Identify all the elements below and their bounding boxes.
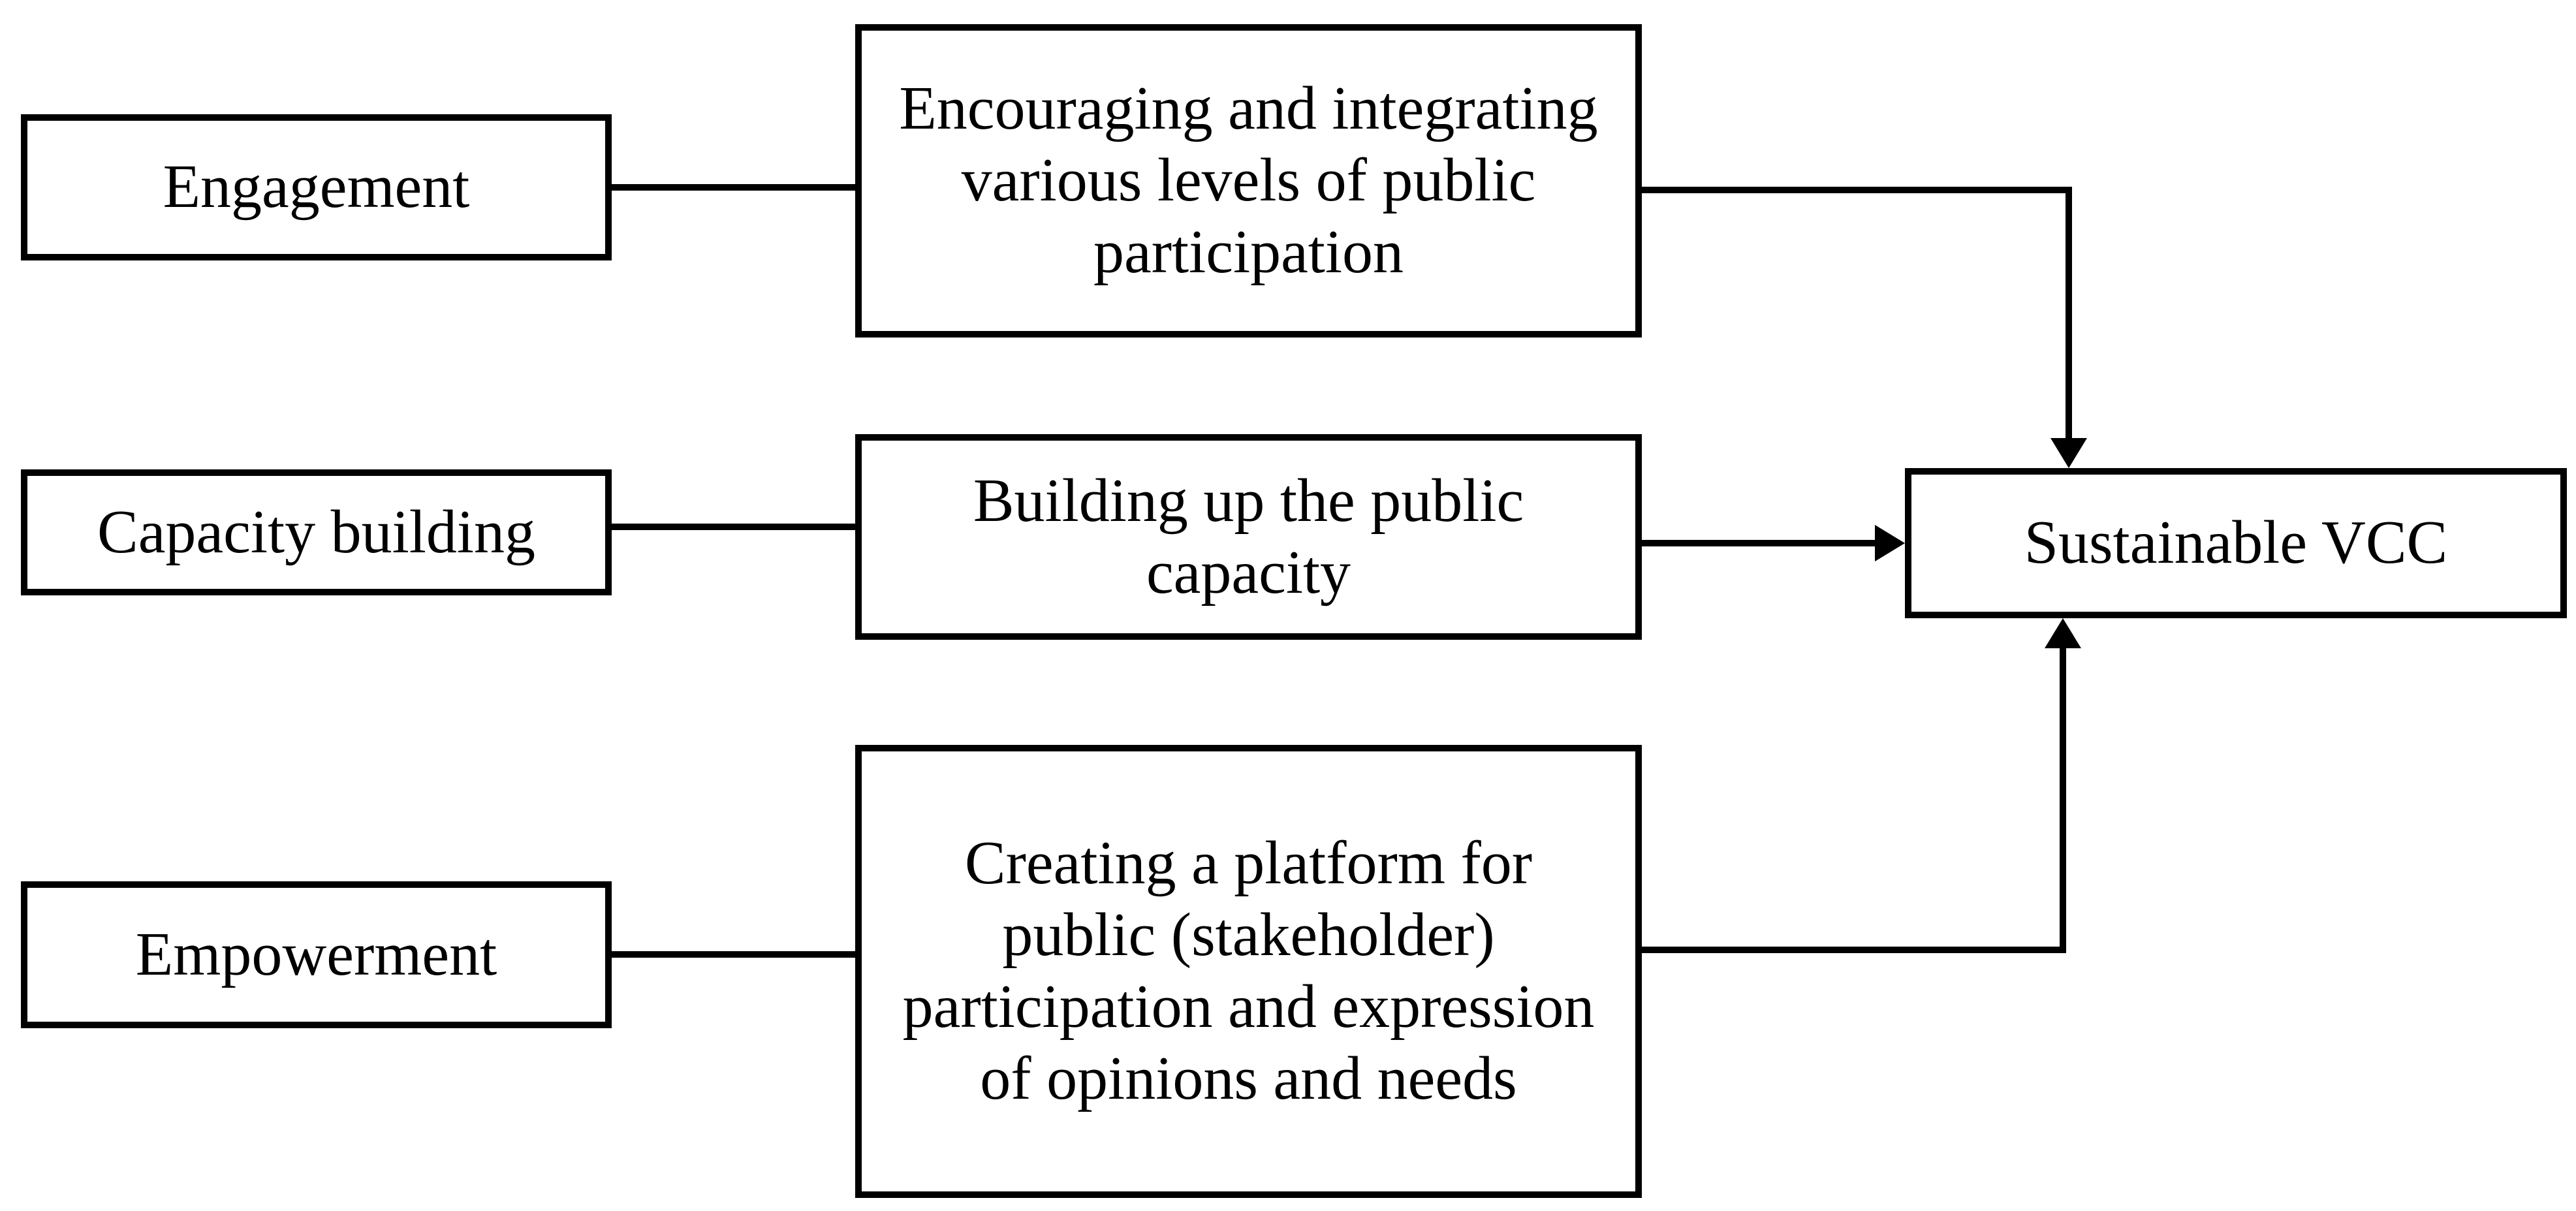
arrowhead-up-icon	[2045, 618, 2081, 648]
connector-encouraging-to-vcc-vertical	[2066, 187, 2072, 441]
connector-building-to-vcc	[1642, 540, 1875, 546]
connector-engagement-to-encouraging	[612, 184, 855, 191]
arrowhead-right-icon	[1875, 525, 1905, 561]
node-encouraging-participation-label: Encouraging and integrating various leve…	[899, 74, 1598, 286]
node-capacity-building-label: Capacity building	[97, 497, 535, 566]
node-empowerment: Empowerment	[21, 881, 612, 1028]
connector-encouraging-to-vcc-horizontal	[1642, 187, 2072, 193]
node-capacity-building: Capacity building	[21, 469, 612, 595]
node-building-capacity-label: Building up the public capacity	[973, 466, 1524, 606]
node-engagement: Engagement	[21, 114, 612, 260]
connector-platform-to-vcc-horizontal	[1642, 947, 2066, 953]
arrowhead-down-icon	[2050, 438, 2087, 468]
node-creating-platform: Creating a platform for public (stakehol…	[855, 745, 1642, 1198]
node-sustainable-vcc-label: Sustainable VCC	[2024, 509, 2448, 577]
connector-empowerment-to-platform	[612, 951, 855, 958]
connector-platform-to-vcc-vertical	[2060, 648, 2066, 953]
node-sustainable-vcc: Sustainable VCC	[1905, 468, 2567, 618]
node-empowerment-label: Empowerment	[135, 920, 497, 988]
connector-capacity-to-building	[612, 524, 855, 530]
node-creating-platform-label: Creating a platform for public (stakehol…	[902, 829, 1595, 1112]
node-engagement-label: Engagement	[163, 153, 470, 221]
node-building-capacity: Building up the public capacity	[855, 434, 1642, 640]
node-encouraging-participation: Encouraging and integrating various leve…	[855, 24, 1642, 338]
